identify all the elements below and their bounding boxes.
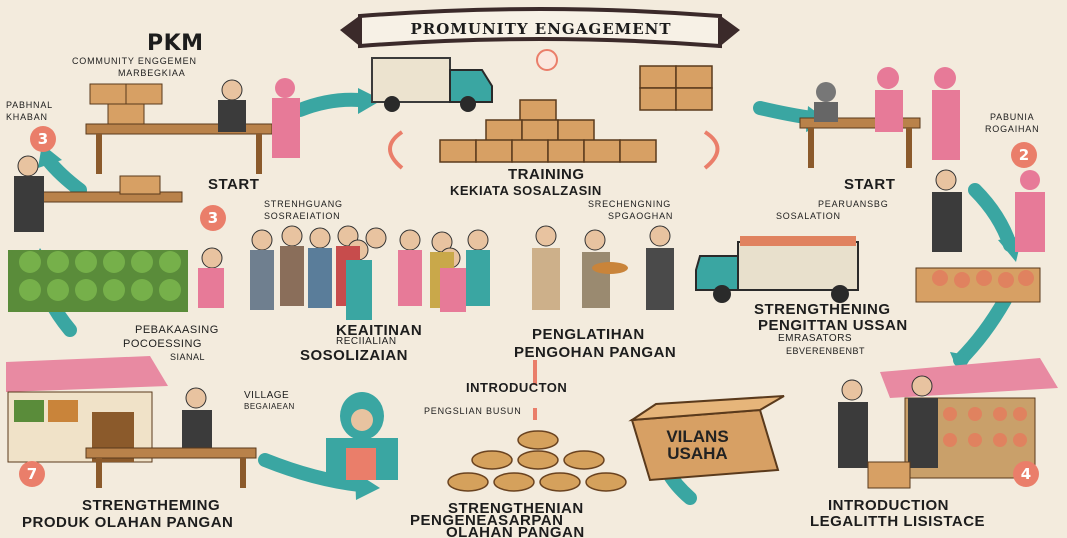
stacked-boxes-top [439,65,713,163]
bottom-left-scene [85,387,257,488]
strengthening-right-line4: EBVERENBENBT [786,346,866,356]
arrow-top-right [753,101,819,125]
bottom-mid-line1: STRENGTHENIAN [448,500,584,517]
pkm-title: PKM [147,31,204,56]
right-mid-scene [915,169,1045,303]
training-subtitle: KEKIATA SOSALZASIN [450,183,602,198]
start-label-left: START [208,176,260,193]
woman-illustration [326,392,398,480]
left-top-scene [85,78,300,174]
strengthening-right-line1: STRENGTHENING [754,301,891,318]
sosolization-line1: KEAITINAN [336,322,423,339]
bottom-right-line1: INTRODUCTION [828,497,949,514]
village-line1: VILLAGE [244,390,290,401]
step-number-4: 4 [1013,461,1039,487]
strengthening-right-line2: PENGITTAN USSAN [758,317,908,334]
arrow-right-upper [968,183,1017,252]
handshake-illustration [532,225,674,310]
penge-line1: PENGLATIHAN [532,326,645,343]
village-house [6,356,168,463]
bottom-left-line1: STRENGTHEMING [82,497,221,514]
title-banner-text: PROMUNITY ENGAGEMENT [410,20,672,38]
step-number-2-right: 2 [1011,142,1037,168]
caption-b-line2: SPGAOGHAN [608,211,674,221]
caption-b-line1: SRECHENGNING [588,199,672,209]
pkm-subtitle-line2: MARBEGKIAA [118,68,186,78]
sosolization-line2: RECIIALIAN [336,336,397,347]
box-label-line1: VILANS [666,427,729,446]
right-tag-line1: PABUNIA [990,112,1035,122]
arrow-left-upper [41,153,87,197]
left-mid-scene [14,155,183,232]
arrow-right-lower [953,293,1012,367]
market-stall [838,358,1058,489]
strengthening-right-line3: EMRASATORS [778,333,853,344]
bottom-mid-line2: PENGENEASARPAN [410,512,564,529]
caption-c-line1: PEARUANSBG [818,199,889,209]
jar-label: PENGSLIAN BUSUN [424,406,522,416]
right-tag-line2: ROGAIHAN [985,124,1040,134]
step-number-3-mid: 3 [200,205,226,231]
left-tag-line2: KHABAN [6,112,48,122]
start-label-right: START [844,176,896,193]
caption-a-line1: STRENHGUANG [264,199,343,209]
caption-c-line2: SOSALATION [776,211,841,221]
step-number-7: 7 [19,461,45,487]
left-tag-line1: PABHNAL [6,100,53,110]
right-top-scene [799,67,960,168]
bottom-right-line2: LEGALITTH LISISTACE [810,513,986,530]
pkm-subtitle-line1: COMMUNITY ENGGEMEN [72,56,197,66]
cardboard-box [628,395,785,482]
introduction-mid-label: INTRODUCTON [466,380,568,395]
processing-line2: POCOESSING [123,338,202,350]
bottom-mid-line3: OLAHAN PANGAN [446,524,585,538]
jar-pyramid [447,430,627,492]
penge-line2: PENGOHAN PANGAN [514,344,677,361]
bottom-left-line2: PRODUK OLAHAN PANGAN [22,514,234,531]
truck-right-illustration [695,236,859,303]
arrow-bottom-left [258,453,367,492]
box-label-line2: USAHA [667,444,728,463]
vegetable-field [8,250,188,312]
caption-a-line2: SOSRAEIATION [264,211,341,221]
step-number-3-left: 3 [30,126,56,152]
sosolization-line3: SOSOLIZAIAN [300,347,409,364]
coral-arrows [388,130,720,420]
title-ribbon [340,7,740,49]
arrow-top-left [293,92,367,117]
truck-top-illustration [371,49,558,112]
crowd-illustration [198,225,490,320]
box-label: VILANS USAHA [640,428,755,462]
training-title: TRAINING [508,166,585,183]
processing-line3: SIANAL [170,352,206,362]
processing-line1: PEBAKAASING [135,324,219,336]
village-line2: BEGAIAEAN [244,402,295,411]
